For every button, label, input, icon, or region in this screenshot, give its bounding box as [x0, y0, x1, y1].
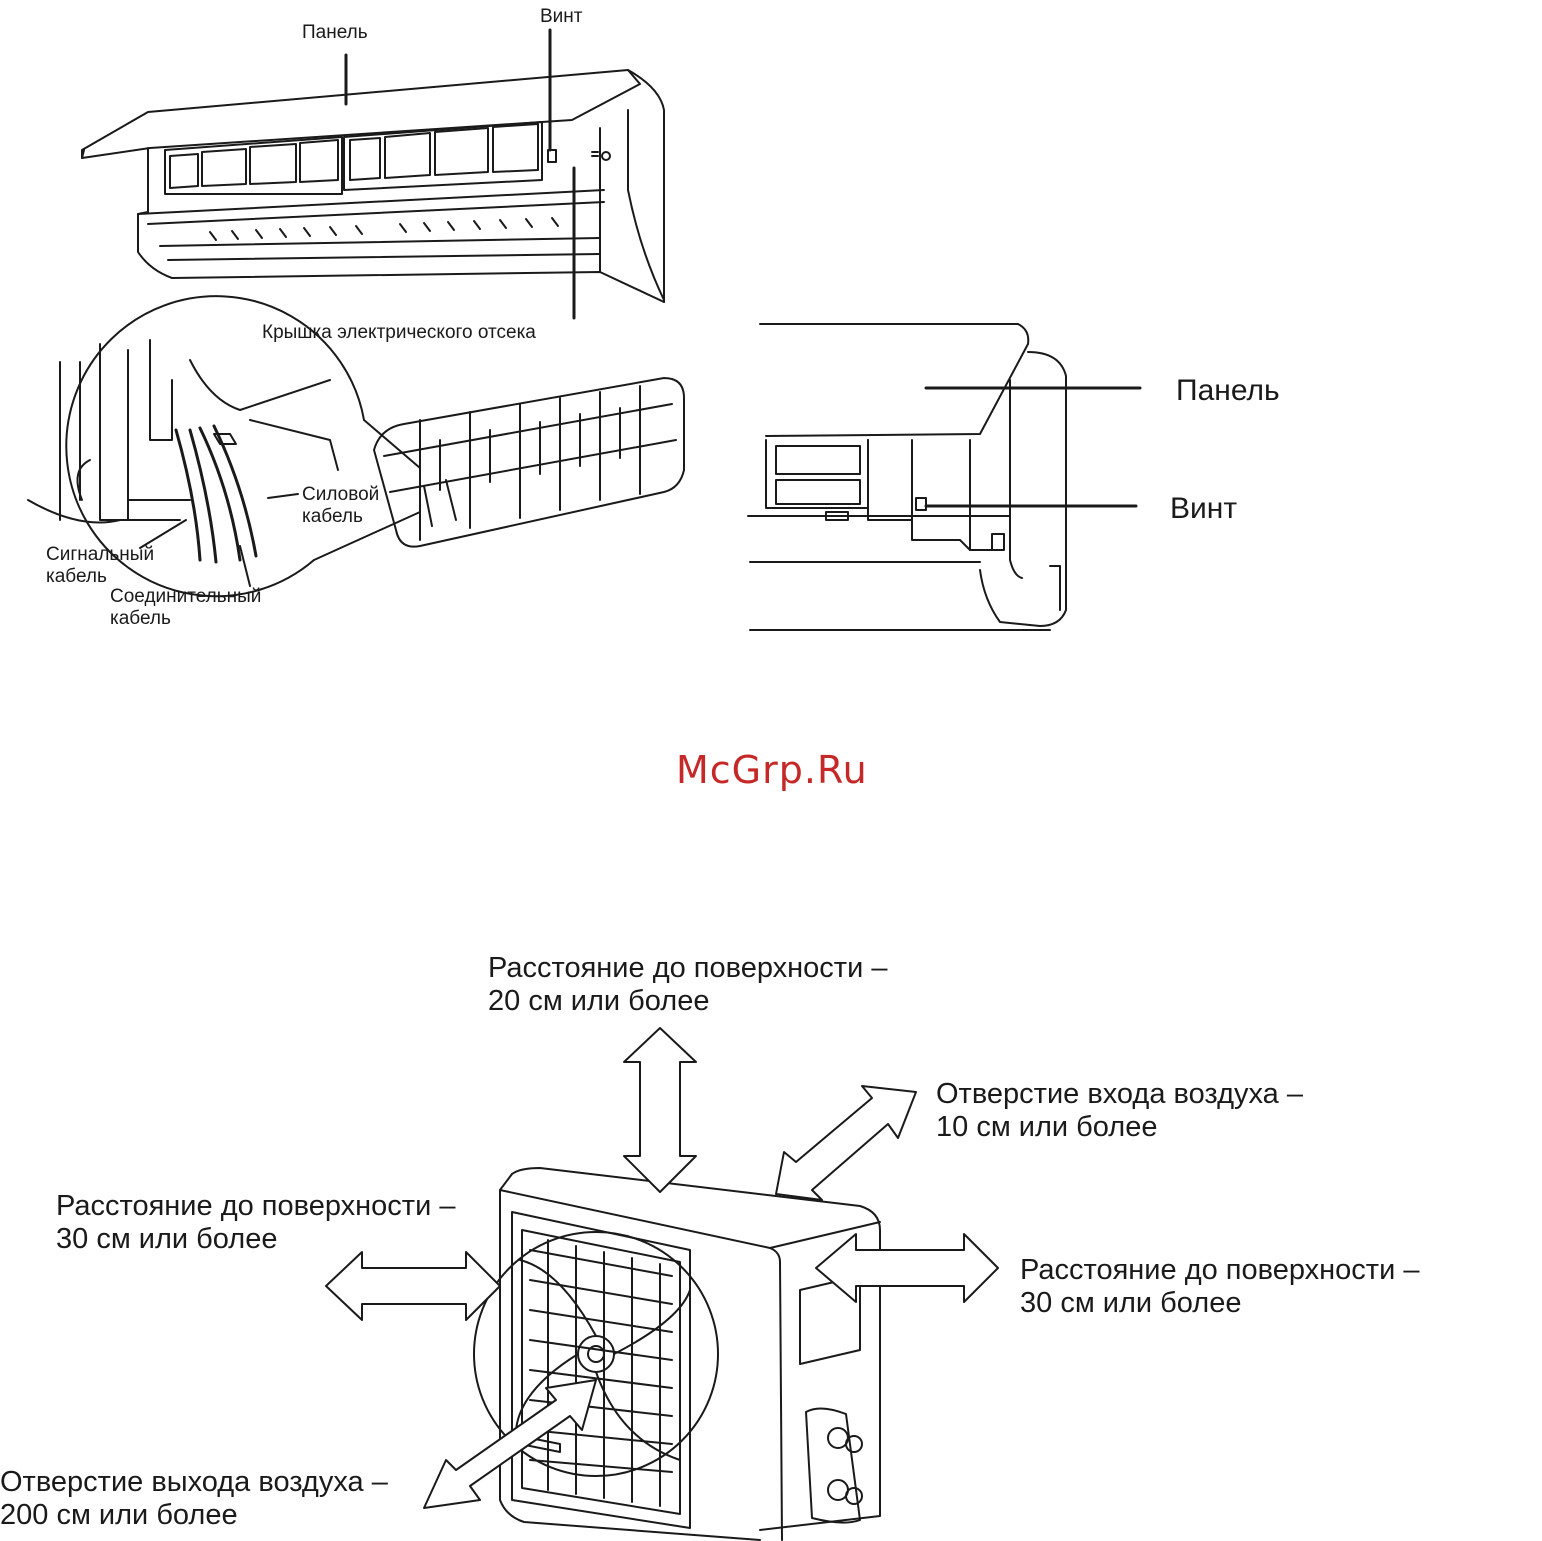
indoor-screw-label: Винт — [540, 6, 583, 27]
right-clearance-label: Расстояние до поверхности – 30 см или бо… — [1020, 1254, 1420, 1320]
arrow-air-inlet — [775, 1085, 917, 1201]
connecting-cable-label: Соединительный кабель — [110, 586, 262, 629]
power-cable-label: Силовой кабель — [302, 484, 380, 527]
arrow-air-outlet — [423, 1379, 597, 1509]
top-clearance-label: Расстояние до поверхности – 20 см или бо… — [488, 952, 888, 1018]
air-outlet-clearance-label: Отверстие выхода воздуха – 200 см или бо… — [0, 1466, 388, 1532]
signal-cable-label: Сигнальный кабель — [46, 544, 155, 587]
side-panel-label: Панель — [1176, 374, 1280, 407]
watermark: McGrp.Ru — [676, 748, 868, 792]
arrow-left — [325, 1251, 501, 1321]
arrow-right — [815, 1233, 999, 1303]
indoor-panel-label: Панель — [302, 22, 368, 43]
outdoor-unit-drawing — [473, 1167, 881, 1541]
side-screw-label: Винт — [1170, 492, 1238, 525]
cable-detail-drawing — [27, 295, 685, 598]
indoor-unit-drawing — [81, 28, 665, 320]
arrow-top — [623, 1027, 697, 1193]
side-view-drawing — [747, 323, 1142, 631]
air-inlet-clearance-label: Отверстие входа воздуха – 10 см или боле… — [936, 1078, 1303, 1144]
electrical-cover-label: Крышка электрического отсека — [262, 322, 536, 343]
left-clearance-label: Расстояние до поверхности – 30 см или бо… — [56, 1190, 456, 1256]
